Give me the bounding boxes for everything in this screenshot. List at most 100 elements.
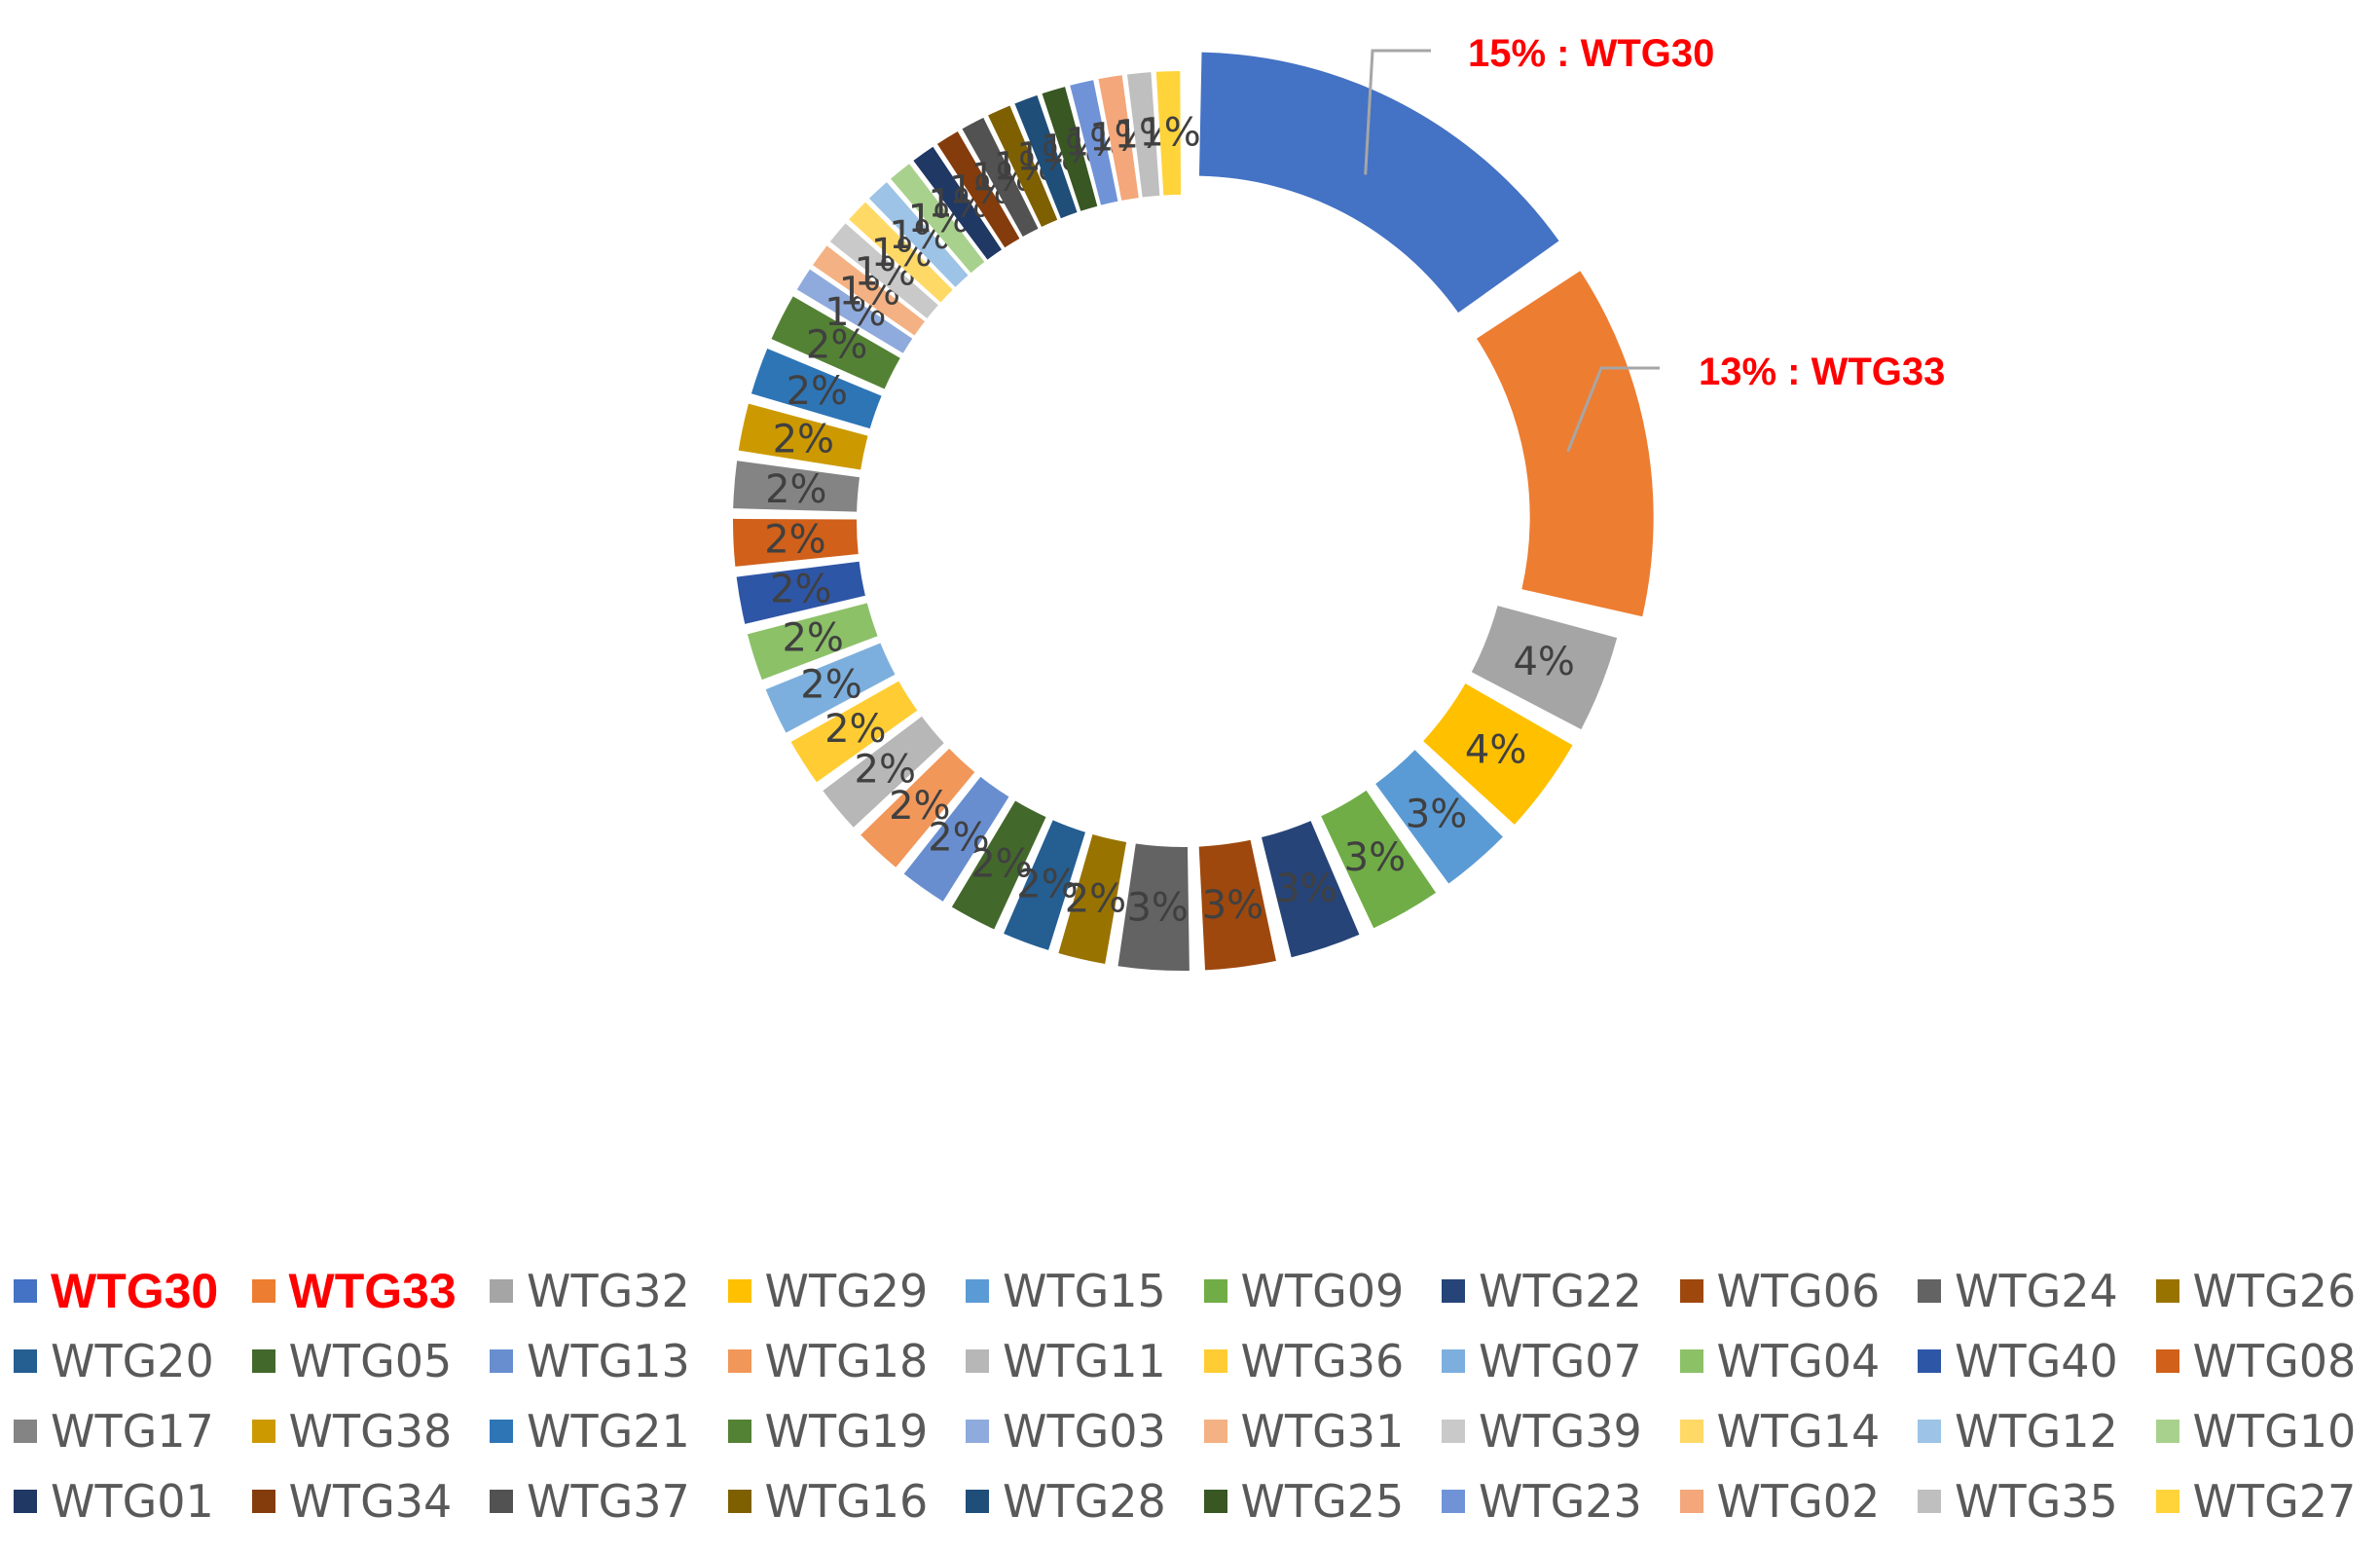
legend-swatch xyxy=(1442,1349,1465,1373)
slice-label-wtg04: 2% xyxy=(782,616,843,661)
legend-label: WTG30 xyxy=(51,1264,219,1318)
legend-item-wtg31: WTG31 xyxy=(1190,1405,1429,1458)
legend-label: WTG04 xyxy=(1716,1335,1881,1387)
legend-label: WTG27 xyxy=(2192,1475,2357,1528)
legend-item-wtg19: WTG19 xyxy=(714,1405,953,1458)
legend-swatch xyxy=(251,1279,275,1303)
slice-label-wtg36: 2% xyxy=(824,707,886,752)
slice-wtg39 xyxy=(829,223,938,319)
slice-label-wtg38: 2% xyxy=(773,418,834,462)
legend-swatch xyxy=(966,1349,989,1373)
slice-label-wtg08: 2% xyxy=(764,517,825,562)
slice-wtg30 xyxy=(1198,52,1559,314)
legend-swatch xyxy=(490,1420,513,1443)
legend-swatch xyxy=(966,1490,989,1513)
legend-swatch xyxy=(966,1279,989,1303)
slice-label-wtg19: 2% xyxy=(806,323,867,368)
legend-label: WTG06 xyxy=(1716,1265,1881,1317)
slice-wtg27 xyxy=(1155,71,1182,196)
legend-label: WTG25 xyxy=(1240,1475,1405,1528)
slice-label-wtg17: 2% xyxy=(765,467,826,512)
legend-item-wtg07: WTG07 xyxy=(1428,1335,1666,1387)
slice-wtg24 xyxy=(1117,843,1190,971)
legend-swatch xyxy=(1203,1279,1227,1303)
slice-label-wtg24: 3% xyxy=(1126,886,1188,931)
legend-label: WTG10 xyxy=(2192,1405,2357,1458)
legend-label: WTG05 xyxy=(288,1335,453,1387)
legend-item-wtg13: WTG13 xyxy=(476,1335,714,1387)
legend-item-wtg29: WTG29 xyxy=(714,1265,953,1317)
legend-item-wtg32: WTG32 xyxy=(476,1265,714,1317)
legend-swatch xyxy=(966,1420,989,1443)
slice-wtg19 xyxy=(771,296,900,389)
legend-label: WTG32 xyxy=(527,1265,690,1317)
slice-wtg06 xyxy=(1198,839,1276,971)
legend-label: WTG23 xyxy=(1479,1475,1642,1528)
legend-label: WTG18 xyxy=(764,1335,929,1387)
legend-swatch xyxy=(251,1490,275,1513)
legend-swatch xyxy=(1918,1420,1941,1443)
legend-item-wtg34: WTG34 xyxy=(238,1475,477,1528)
slice-label-wtg09: 3% xyxy=(1344,835,1406,880)
slice-wtg01 xyxy=(913,146,1002,260)
legend-swatch xyxy=(2155,1349,2179,1373)
legend-item-wtg20: WTG20 xyxy=(0,1335,238,1387)
legend-swatch xyxy=(1203,1490,1227,1513)
slice-label-wtg29: 4% xyxy=(1465,727,1526,772)
legend-label: WTG28 xyxy=(1003,1475,1166,1528)
legend-swatch xyxy=(1679,1349,1703,1373)
legend-label: WTG16 xyxy=(764,1475,929,1528)
legend-item-wtg26: WTG26 xyxy=(2142,1265,2380,1317)
legend-swatch xyxy=(14,1490,37,1513)
slice-wtg22 xyxy=(1261,821,1360,958)
slice-wtg35 xyxy=(1126,72,1160,198)
legend-swatch xyxy=(490,1279,513,1303)
legend-label: WTG40 xyxy=(1955,1335,2118,1387)
slice-label-wtg40: 2% xyxy=(770,568,831,612)
slice-wtg20 xyxy=(1004,820,1085,950)
slice-wtg13 xyxy=(903,776,1009,902)
slice-wtg29 xyxy=(1423,683,1573,825)
slice-wtg26 xyxy=(1058,833,1127,965)
legend-item-wtg17: WTG17 xyxy=(0,1405,238,1458)
slice-label-wtg32: 4% xyxy=(1513,640,1574,684)
legend-item-wtg04: WTG04 xyxy=(1666,1335,1905,1387)
slice-wtg11 xyxy=(823,716,944,828)
slice-wtg28 xyxy=(1014,94,1078,219)
legend-label: WTG03 xyxy=(1003,1405,1166,1458)
slice-label-wtg26: 2% xyxy=(1065,876,1126,921)
legend-item-wtg11: WTG11 xyxy=(952,1335,1190,1387)
legend-swatch xyxy=(1679,1420,1703,1443)
legend-label: WTG33 xyxy=(288,1264,457,1318)
slice-wtg08 xyxy=(733,518,859,567)
legend-swatch xyxy=(251,1420,275,1443)
legend-label: WTG39 xyxy=(1479,1405,1642,1458)
slice-label-wtg05: 2% xyxy=(970,841,1032,886)
legend-item-wtg01: WTG01 xyxy=(0,1475,238,1528)
slice-wtg37 xyxy=(962,117,1039,238)
legend-label: WTG22 xyxy=(1479,1265,1642,1317)
legend-label: WTG08 xyxy=(2192,1335,2357,1387)
legend-label: WTG31 xyxy=(1240,1405,1405,1458)
legend-item-wtg05: WTG05 xyxy=(238,1335,477,1387)
legend-item-wtg24: WTG24 xyxy=(1904,1265,2142,1317)
legend-swatch xyxy=(251,1349,275,1373)
legend-item-wtg08: WTG08 xyxy=(2142,1335,2380,1387)
callout-leader-wtg33 xyxy=(1566,366,1660,453)
legend-swatch xyxy=(1918,1490,1941,1513)
slice-label-wtg21: 2% xyxy=(787,369,848,414)
slice-label-wtg20: 2% xyxy=(1016,862,1078,906)
slice-wtg32 xyxy=(1471,606,1618,730)
legend-item-wtg27: WTG27 xyxy=(2142,1475,2380,1528)
legend-swatch xyxy=(1442,1279,1465,1303)
legend-swatch xyxy=(727,1279,751,1303)
legend-swatch xyxy=(1442,1420,1465,1443)
slice-wtg12 xyxy=(868,182,969,287)
slice-wtg14 xyxy=(849,202,953,303)
legend-item-wtg39: WTG39 xyxy=(1428,1405,1666,1458)
slice-wtg15 xyxy=(1375,750,1503,884)
slice-label-wtg07: 2% xyxy=(800,663,861,708)
legend-label: WTG35 xyxy=(1955,1475,2118,1528)
legend-label: WTG11 xyxy=(1003,1335,1166,1387)
